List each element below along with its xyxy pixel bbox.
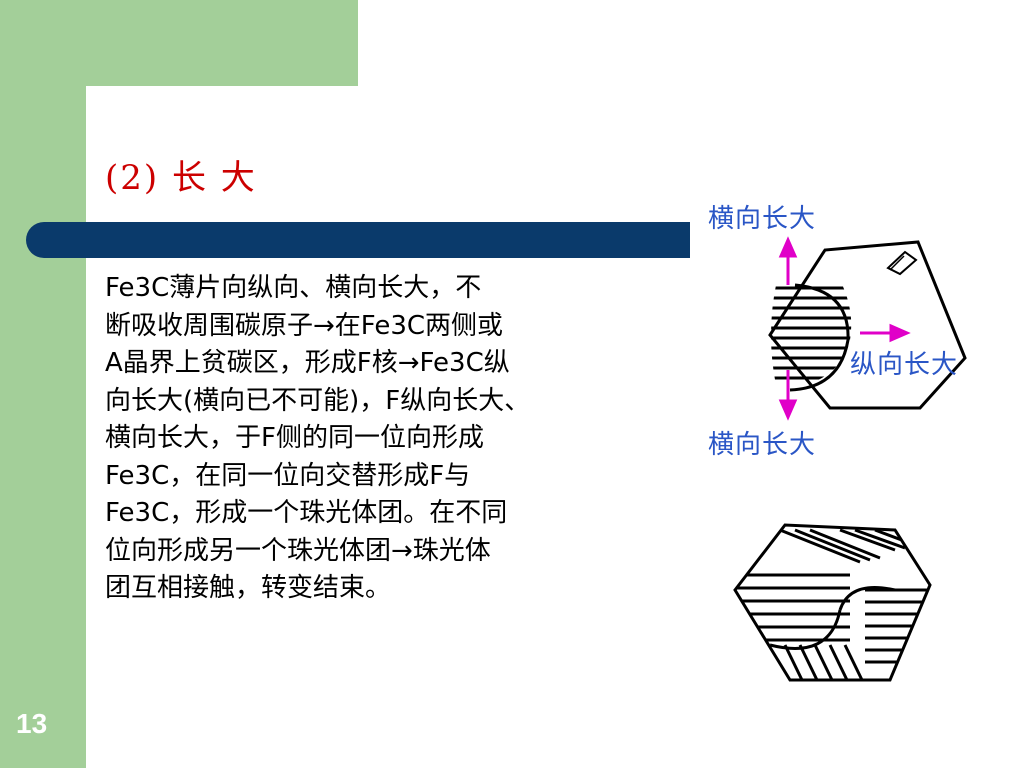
austenite-grain-outline xyxy=(768,240,967,410)
corner-notch xyxy=(86,86,206,206)
top-green-band xyxy=(86,0,358,86)
title-underline-bar xyxy=(26,222,690,258)
growth-arrows xyxy=(778,236,911,421)
label-transverse-growth-bottom: 横向长大 xyxy=(708,430,817,460)
growth-diagram xyxy=(733,236,967,682)
cementite-nucleus xyxy=(886,250,918,276)
label-transverse-growth-top: 横向长大 xyxy=(708,204,817,234)
page-number: 13 xyxy=(16,708,48,739)
pearlite-growth-figure: 横向长大 纵向长大 横向长大 xyxy=(690,190,1010,690)
slide-title: (2) 长 大 xyxy=(105,158,257,198)
label-longitudinal-growth: 纵向长大 xyxy=(850,350,959,380)
left-green-band xyxy=(0,0,86,768)
body-text: Fe3C薄片向纵向、横向长大，不 断吸收周围碳原子→在Fe3C两侧或 A晶界上贫… xyxy=(105,273,531,603)
